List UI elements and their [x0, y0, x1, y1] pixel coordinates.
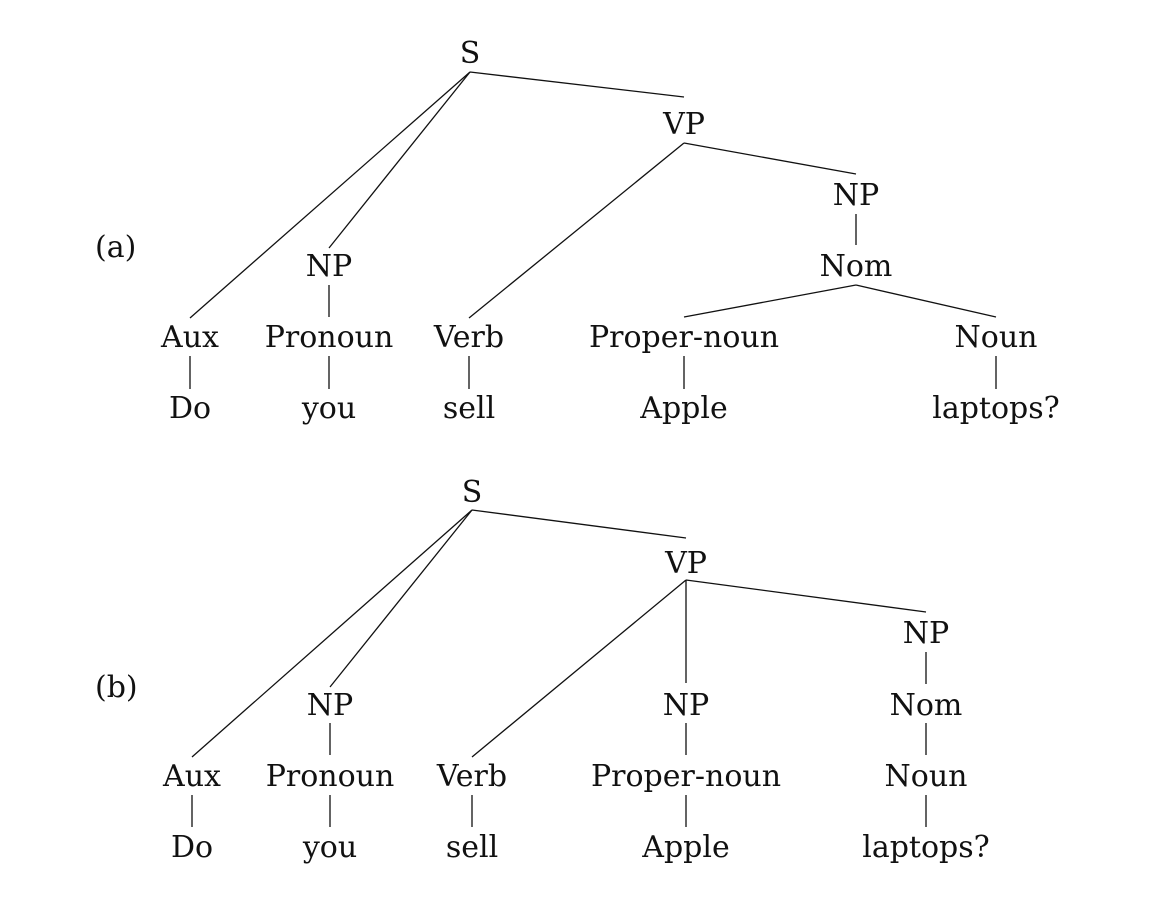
node-np-indirect: NP — [663, 688, 709, 723]
node-proper-noun: Proper-noun — [591, 759, 781, 794]
edge-s-aux — [191, 509, 473, 758]
tree-b: (b) S VP NP NP Nom NP Aux Pronoun Verb P… — [95, 475, 990, 865]
word-sell: sell — [446, 830, 498, 865]
node-vp: VP — [664, 546, 707, 581]
edge-s-aux — [189, 71, 471, 319]
node-aux: Aux — [162, 759, 221, 794]
word-you: you — [301, 391, 356, 426]
node-proper-noun: Proper-noun — [589, 320, 779, 355]
node-pronoun: Pronoun — [265, 320, 394, 355]
node-vp: VP — [662, 107, 705, 142]
edge-s-vp — [469, 71, 685, 98]
node-noun: Noun — [885, 759, 968, 794]
edge-s-vp — [471, 509, 687, 539]
tree-a: (a) S VP NP Nom NP Aux Pronoun Verb Prop… — [95, 36, 1060, 426]
word-sell: sell — [443, 391, 495, 426]
node-np-object: NP — [903, 616, 949, 651]
edge-vp-np — [683, 142, 857, 175]
tree-b-label: (b) — [95, 670, 138, 705]
node-s: S — [460, 36, 481, 71]
edge-vp-verb — [468, 142, 685, 319]
node-s: S — [462, 475, 483, 510]
word-do: Do — [171, 830, 213, 865]
node-verb: Verb — [433, 320, 504, 355]
node-aux: Aux — [160, 320, 219, 355]
node-pronoun: Pronoun — [266, 759, 395, 794]
edge-nom-propernoun — [683, 284, 857, 318]
node-np-subject: NP — [307, 688, 353, 723]
word-laptops: laptops? — [932, 391, 1060, 426]
edge-s-np — [328, 71, 471, 249]
node-np-subject: NP — [306, 249, 352, 284]
edge-vp-np2 — [685, 579, 927, 613]
node-verb: Verb — [436, 759, 507, 794]
word-apple: Apple — [641, 830, 729, 865]
edge-vp-verb — [471, 579, 687, 758]
node-np-object: NP — [833, 178, 879, 213]
node-noun: Noun — [955, 320, 1038, 355]
tree-a-label: (a) — [95, 230, 136, 265]
edge-nom-noun — [855, 284, 997, 318]
word-do: Do — [169, 391, 211, 426]
node-nom: Nom — [820, 249, 893, 284]
word-laptops: laptops? — [862, 830, 990, 865]
edge-s-np — [329, 509, 473, 688]
node-nom: Nom — [890, 688, 963, 723]
word-you: you — [302, 830, 357, 865]
word-apple: Apple — [639, 391, 727, 426]
